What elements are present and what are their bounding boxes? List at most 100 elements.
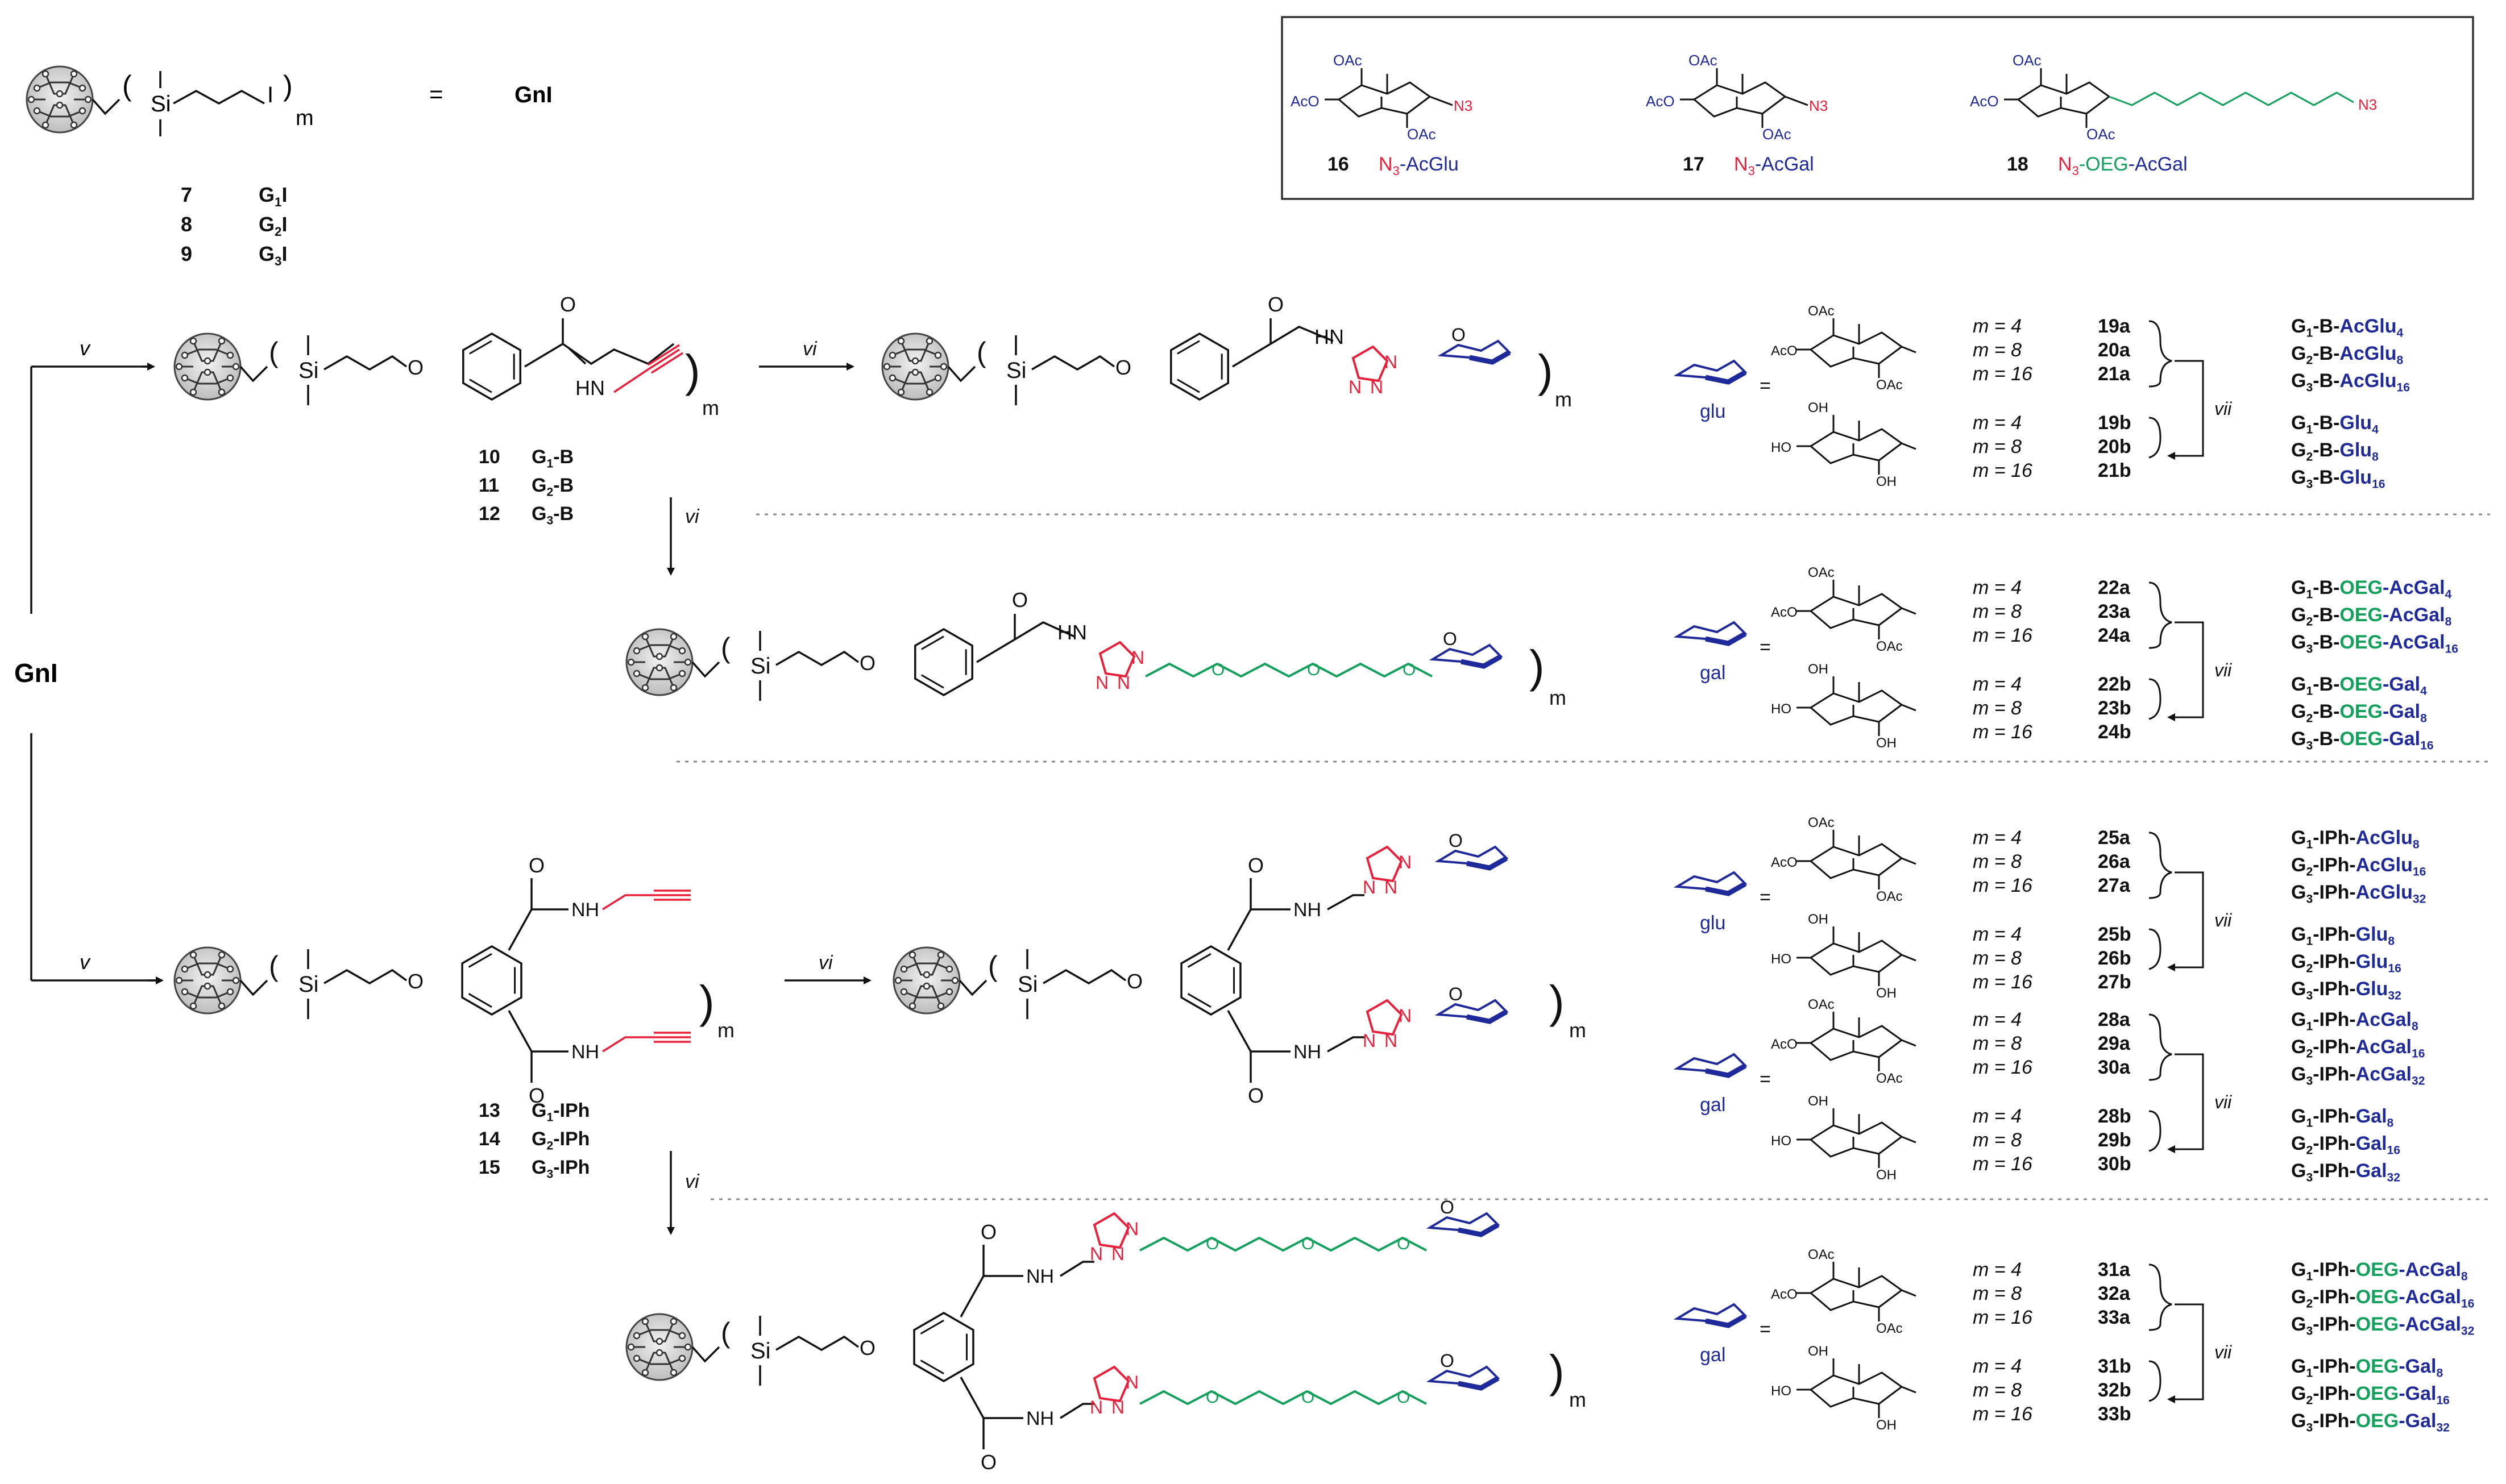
compound-label: G3​I	[259, 242, 287, 268]
structure-drawings: (SiOOHN)m10G1​-B11G2​-B12G3​-Bvi(SiOOHNN…	[173, 293, 1586, 1474]
product-label: G1​-IPh-OEG-AcGal8​	[2291, 1259, 2468, 1283]
amide-nh: NH	[571, 899, 599, 921]
amide-nh: NH	[1026, 1408, 1054, 1429]
carbonyl-oxygen: O	[529, 1084, 545, 1107]
oxygen-atom: O	[1127, 970, 1143, 993]
sugar-key-name: gal	[1700, 662, 1725, 684]
compound-number: 28a	[2098, 1009, 2131, 1030]
nitrogen-atom: N	[1370, 377, 1383, 397]
sugar-key-chair-icon	[1677, 361, 1745, 382]
bracket-close: )	[1538, 346, 1553, 396]
compound-number: 30a	[2098, 1057, 2131, 1078]
compound-number: 23b	[2098, 697, 2131, 719]
bracket-open: (	[269, 950, 279, 982]
compound-number: 21a	[2098, 363, 2131, 385]
product-label: G2​-B-Glu8​	[2291, 439, 2379, 463]
compound-number: 31b	[2098, 1356, 2131, 1377]
product-label: G3​-IPh-OEG-Gal32​	[2291, 1410, 2450, 1434]
svg-text:HO: HO	[1771, 1383, 1791, 1399]
svg-text:AcO: AcO	[1646, 93, 1675, 110]
benzene-ring	[462, 332, 521, 401]
dendrimer-core-icon	[893, 946, 961, 1015]
repeat-m: m	[1555, 388, 1572, 411]
m-value: m = 4	[1973, 827, 2022, 849]
ether-oxygen: O	[1301, 1234, 1314, 1253]
product-label: G3​-IPh-Glu32​	[2291, 978, 2401, 1002]
m-value: m = 4	[1973, 577, 2022, 598]
svg-text:OH: OH	[1808, 912, 1828, 927]
svg-text:OAc: OAc	[1876, 1071, 1903, 1086]
compound-number: 33b	[2098, 1403, 2131, 1425]
reagent-number: 16	[1327, 153, 1349, 175]
m-value: m = 8	[1973, 601, 2022, 622]
svg-text:OH: OH	[1876, 1167, 1897, 1183]
compound-label: G1​I	[259, 183, 287, 209]
compound-number: 30b	[2098, 1153, 2131, 1175]
equals-sign: =	[1760, 375, 1771, 397]
svg-text:OAc: OAc	[2086, 126, 2115, 143]
bracket-close: )	[685, 346, 700, 396]
si-atom: Si	[1006, 358, 1027, 383]
triazole-ring	[1351, 345, 1389, 383]
nitrogen-atom: N	[1349, 377, 1362, 397]
svg-text:OH: OH	[1876, 1418, 1897, 1433]
nitrogen-atom: N	[1384, 1030, 1397, 1051]
bracket-open: (	[122, 70, 132, 102]
amide-nh: HN	[1057, 621, 1087, 644]
product-label: G3​-B-OEG-Gal16​	[2291, 728, 2434, 752]
oxygen-atom: O	[860, 1336, 876, 1360]
svg-text:OAc: OAc	[1876, 889, 1903, 904]
svg-text:HO: HO	[1771, 951, 1791, 967]
svg-text:OAc: OAc	[1762, 126, 1791, 143]
compound-number: 19a	[2098, 315, 2131, 337]
svg-text:OH: OH	[1876, 474, 1897, 489]
svg-text:OH: OH	[1876, 735, 1897, 751]
product-label: G2​-B-AcGlu8​	[2291, 343, 2404, 367]
compound-number: 19b	[2098, 412, 2131, 434]
gni-label: GnI	[515, 82, 553, 107]
compound-number: 22b	[2098, 674, 2131, 695]
si-atom: Si	[151, 92, 171, 117]
dendrimer-core-icon	[173, 946, 242, 1015]
nitrogen-atom: N	[1090, 1244, 1103, 1264]
m-value: m = 4	[1973, 1259, 2022, 1281]
ring-oxygen: O	[1440, 1197, 1454, 1217]
triazole-ring	[1366, 845, 1403, 883]
compound-number: 25b	[2098, 924, 2131, 945]
reagent-vii: vii	[2214, 398, 2232, 419]
svg-text:OAc: OAc	[1407, 126, 1436, 143]
reagent-name: N3-AcGlu	[1379, 153, 1459, 178]
oxygen-atom: O	[408, 970, 424, 993]
svg-text:AcO: AcO	[1771, 605, 1798, 620]
m-value: m = 4	[1973, 674, 2022, 695]
compound-number: 27a	[2098, 875, 2131, 896]
equals-sign: =	[1760, 1069, 1771, 1090]
m-value: m = 8	[1973, 436, 2022, 458]
reagent-number: 17	[1683, 153, 1704, 175]
nitrogen-atom: N	[1126, 1372, 1139, 1392]
m-value: m = 16	[1973, 1153, 2032, 1175]
m-value: m = 8	[1973, 1379, 2022, 1401]
reagent-name: N3-AcGal	[1734, 153, 1814, 178]
compound-number: 13	[479, 1100, 500, 1121]
bracket-open: (	[988, 950, 998, 982]
product-label: G3​-IPh-OEG-AcGal32​	[2291, 1313, 2474, 1337]
sugar-key-chair-icon	[1677, 872, 1745, 893]
svg-text:): )	[283, 70, 293, 102]
product-label: G3​-IPh-AcGlu32​	[2291, 882, 2426, 905]
nitrogen-atom: N	[1090, 1397, 1103, 1418]
svg-text:OH: OH	[1808, 1094, 1828, 1109]
bracket-close: )	[1529, 641, 1545, 692]
compound-number: 22a	[2098, 577, 2131, 598]
triazole-ring	[1093, 1365, 1130, 1403]
m-value: m = 8	[1973, 947, 2022, 969]
sugar-key-chair-icon	[1677, 1054, 1745, 1075]
m-value: m = 16	[1973, 1307, 2032, 1328]
svg-text:OH: OH	[1808, 662, 1828, 677]
product-label: G2​-B-OEG-AcGal8​	[2291, 604, 2452, 628]
product-label: G1​-IPh-AcGal8​	[2291, 1009, 2418, 1033]
